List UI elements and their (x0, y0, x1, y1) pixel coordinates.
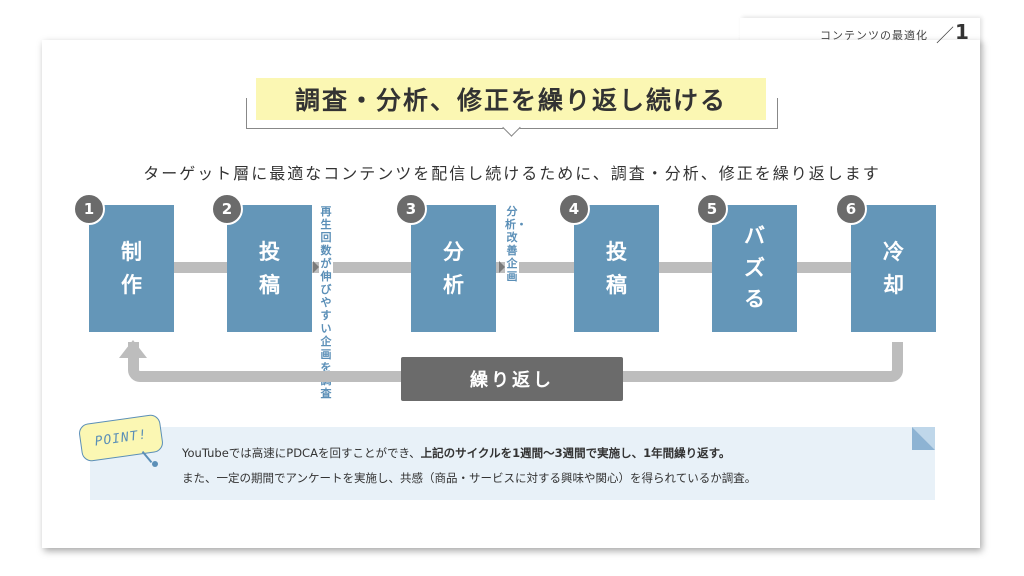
step-number-badge: 5 (696, 193, 728, 225)
step-box-analysis: 分 析 (411, 205, 496, 332)
step-label: 冷 (883, 239, 904, 264)
step-number-badge: 4 (558, 193, 590, 225)
arrow-right-icon (499, 261, 505, 273)
arrow-right-icon (313, 261, 319, 273)
step-label: 作 (121, 272, 142, 297)
connector-2-3 (312, 262, 412, 273)
connector-4-5 (659, 262, 713, 273)
step-label: 稿 (606, 272, 627, 297)
step-label: 制 (121, 239, 142, 264)
step-label: 投 (606, 239, 627, 264)
step-label: 稿 (259, 272, 280, 297)
step-number-badge: 1 (73, 193, 105, 225)
arrow-up-icon (119, 340, 147, 358)
connector-3-4 (496, 262, 574, 273)
step-box-buzz: バ ズ る (712, 205, 797, 332)
point-note-box (90, 427, 935, 500)
step-box-repost: 投 稿 (574, 205, 659, 332)
header-slash: ／ (936, 26, 954, 47)
connector-5-6 (797, 262, 852, 273)
page-number: 1 (955, 20, 969, 44)
section-label: コンテンツの最適化 (820, 29, 928, 42)
step-number-badge: 6 (835, 193, 867, 225)
subtitle: ターゲット層に最適なコンテンツを配信し続けるために、調査・分析、修正を繰り返しま… (143, 164, 881, 183)
step-box-production: 制 作 (89, 205, 174, 332)
step-label: 却 (883, 272, 904, 297)
point-text-line-1: YouTubeでは高速にPDCAを回すことができ、上記のサイクルを1週間〜3週間… (182, 445, 730, 461)
point-text: YouTubeでは高速にPDCAを回すことができ、 (182, 446, 421, 460)
step-box-post: 投 稿 (227, 205, 312, 332)
step-box-cooldown: 冷 却 (851, 205, 936, 332)
page-title: 調査・分析、修正を繰り返し続ける (256, 78, 766, 120)
step-label: る (744, 287, 765, 312)
step-label: ズ (744, 255, 765, 280)
repeat-label: 繰り返し (401, 357, 623, 401)
step-label: 析 (443, 272, 464, 297)
step-label: バ (744, 224, 765, 249)
analysis-side-label: 分析・改善企画 (505, 205, 527, 283)
point-badge-dot (152, 461, 158, 467)
point-text-emphasis: 上記のサイクルを1週間〜3週間で実施し、1年間繰り返す。 (420, 446, 731, 460)
step-number-badge: 3 (395, 193, 427, 225)
step-label: 投 (259, 239, 280, 264)
folded-corner-fold (912, 427, 935, 450)
point-text-line-2: また、一定の期間でアンケートを実施し、共感（商品・サービスに対する興味や関心）を… (182, 471, 757, 485)
step-label: 分 (443, 239, 464, 264)
connector-1-2 (174, 262, 228, 273)
step-number-badge: 2 (211, 193, 243, 225)
